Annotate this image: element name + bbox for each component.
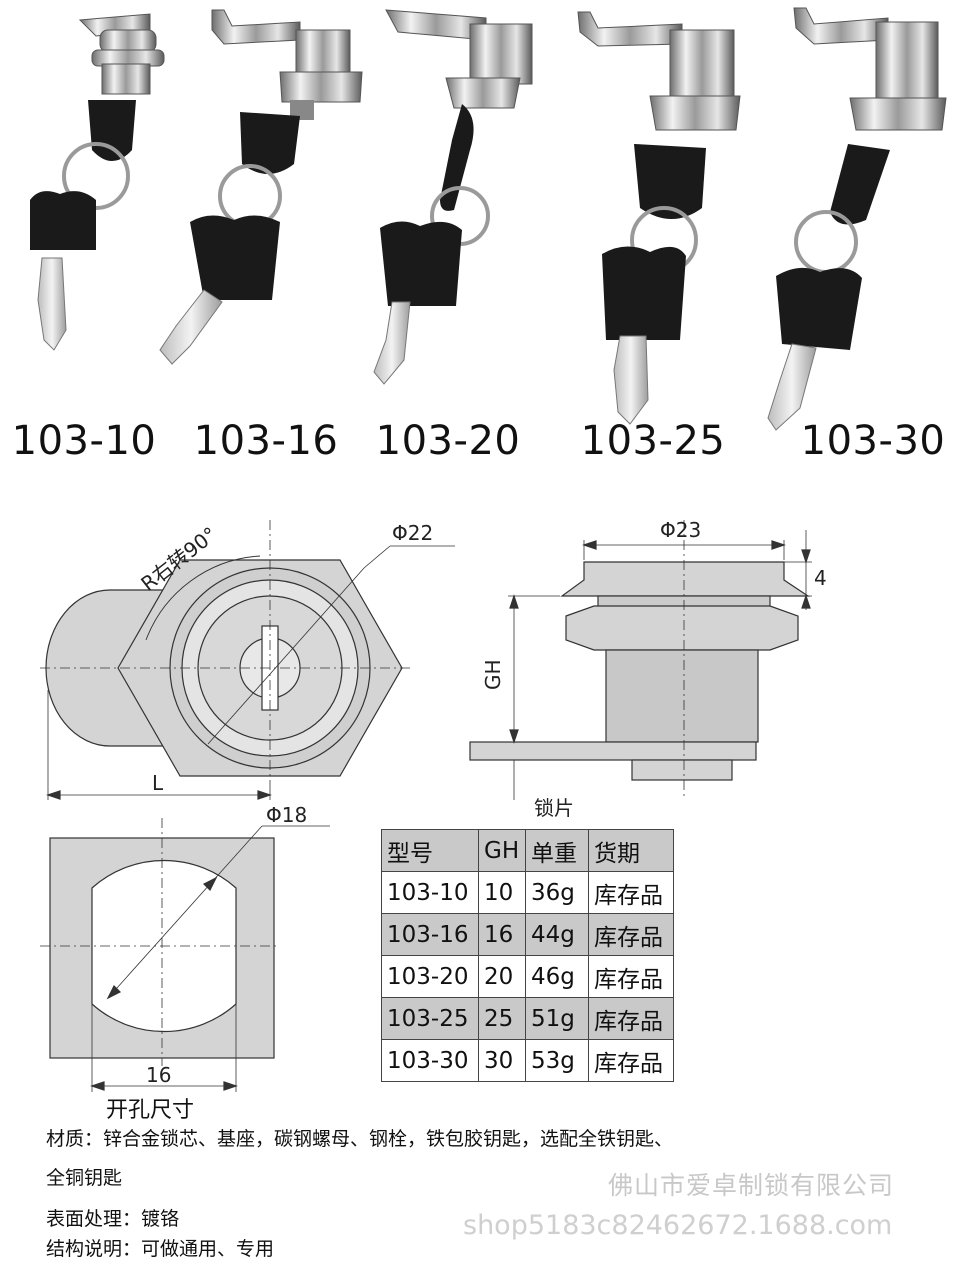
model-label: 103-10 — [11, 418, 157, 464]
lock-103-30-photo — [767, 7, 947, 431]
lock-103-20-photo — [373, 9, 533, 385]
cell-weight: 36g — [525, 871, 589, 914]
model-label: 103-30 — [800, 418, 946, 464]
material-note-line1: 材质：锌合金锁芯、基座，碳钢螺母、钢栓，铁包胶钥匙，选配全铁钥匙、 — [46, 1128, 674, 1150]
model-label: 103-16 — [193, 418, 339, 464]
cell-model: 103-16 — [381, 913, 479, 956]
cell-delivery: 库存品 — [588, 1039, 674, 1082]
header-model: 型号 — [381, 829, 479, 872]
lock-103-25-photo — [577, 11, 741, 425]
technical-drawings: Φ22 R右转90° L Φ23 4 GH 锁片 — [40, 518, 827, 1092]
height-4-label: 4 — [814, 566, 827, 590]
cell-gh: 16 — [478, 913, 526, 956]
material-note-line2: 全铜钥匙 — [46, 1167, 123, 1189]
plate-label: 锁片 — [534, 796, 574, 820]
cell-delivery: 库存品 — [588, 913, 674, 956]
cell-model: 103-25 — [381, 997, 479, 1040]
model-label: 103-25 — [580, 418, 726, 464]
gh-label: GH — [481, 659, 505, 690]
width-16-label: 16 — [146, 1063, 171, 1087]
table-row: 103-25 25 51g 库存品 — [381, 997, 674, 1040]
lock-103-10-photo — [30, 13, 165, 351]
cell-weight: 53g — [525, 1039, 589, 1082]
cell-weight: 46g — [525, 955, 589, 998]
cell-gh: 25 — [478, 997, 526, 1040]
cell-model: 103-20 — [381, 955, 479, 998]
header-gh: GH — [478, 829, 526, 872]
cell-weight: 44g — [525, 913, 589, 956]
table-row: 103-30 30 53g 库存品 — [381, 1039, 674, 1082]
front-view-drawing — [40, 520, 455, 800]
product-photo-illustrations — [30, 7, 947, 431]
header-weight: 单重 — [525, 829, 589, 872]
cell-gh: 30 — [478, 1039, 526, 1082]
cell-delivery: 库存品 — [588, 997, 674, 1040]
length-label: L — [152, 771, 164, 795]
cell-delivery: 库存品 — [588, 871, 674, 914]
cell-gh: 10 — [478, 871, 526, 914]
url-watermark: shop5183c82462672.1688.com — [463, 1210, 893, 1241]
dia23-label: Φ23 — [660, 518, 701, 542]
product-photos: 103-10 103-16 103-20 103-25 103-30 — [0, 0, 953, 470]
table-header-row: 型号 GH 单重 货期 — [381, 829, 674, 872]
table-row: 103-10 10 36g 库存品 — [381, 871, 674, 914]
company-watermark: 佛山市爱卓制锁有限公司 — [608, 1171, 895, 1200]
header-delivery: 货期 — [588, 829, 674, 872]
model-label: 103-20 — [375, 418, 521, 464]
lock-103-16-photo — [159, 9, 363, 365]
cell-gh: 20 — [478, 955, 526, 998]
surface-note: 表面处理：镀铬 — [46, 1208, 180, 1230]
cell-model: 103-10 — [381, 871, 479, 914]
cell-weight: 51g — [525, 997, 589, 1040]
structure-note: 结构说明：可做通用、专用 — [46, 1238, 275, 1260]
dia22-label: Φ22 — [392, 521, 433, 545]
table-row: 103-20 20 46g 库存品 — [381, 955, 674, 998]
cell-delivery: 库存品 — [588, 955, 674, 998]
dia18-label: Φ18 — [266, 803, 307, 827]
cell-model: 103-30 — [381, 1039, 479, 1082]
side-view-drawing — [469, 520, 812, 800]
cutout-drawing — [40, 818, 330, 1092]
spec-table: 型号 GH 单重 货期 103-10 10 36g 库存品 103-16 16 … — [381, 829, 674, 1082]
table-row: 103-16 16 44g 库存品 — [381, 913, 674, 956]
cutout-caption: 开孔尺寸 — [106, 1098, 195, 1123]
